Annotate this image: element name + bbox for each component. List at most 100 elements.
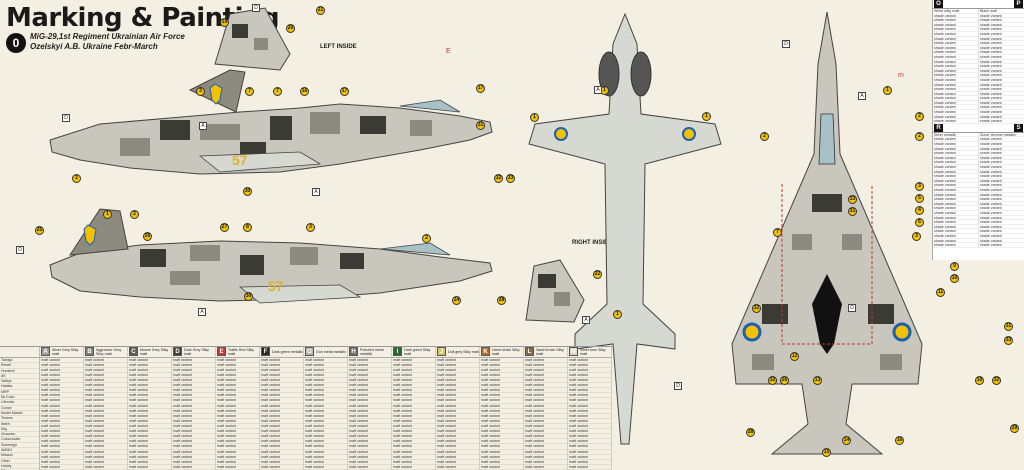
paint-table-cell: matt variant — [40, 398, 83, 404]
paint-table-cell: matt variant — [568, 393, 611, 399]
paint-table-cell: matt variant — [480, 393, 523, 399]
paint-table-cell: matt variant — [480, 373, 523, 378]
paint-table-cell: matt variant — [304, 465, 347, 470]
paint-table-cell: matt variant — [392, 373, 435, 378]
label-a-right: A — [198, 308, 206, 316]
paint-table-cell: matt variant — [436, 439, 479, 445]
label-d-nose: D — [62, 114, 70, 122]
paint-table-row-name: Revell — [0, 363, 39, 369]
paint-table-cell: matt variant — [524, 409, 567, 414]
paint-table-cell: matt variant — [172, 429, 215, 435]
paint-table-cell: matt variant — [172, 455, 215, 460]
paint-table-cell: matt variant — [436, 409, 479, 414]
paint-table-cell: matt variant — [216, 368, 259, 373]
paint-table-cell: matt variant — [392, 383, 435, 389]
paint-swatch: B — [85, 347, 94, 357]
paint-table-cell: matt variant — [260, 383, 303, 389]
paint-table-cell: matt variant — [40, 409, 83, 414]
paint-table-cell: matt variant — [392, 460, 435, 465]
callout-31: 31 — [476, 121, 485, 130]
paint-table-cell: matt variant — [216, 358, 259, 363]
paint-table-cell: matt variant — [84, 424, 127, 430]
paint-table-row-name: MRP — [0, 390, 39, 396]
paint-table-cell: matt variant — [524, 368, 567, 373]
paint-table-cell: matt variant — [480, 465, 523, 470]
paint-table-cell: matt variant — [128, 444, 171, 450]
paint-table-cell: matt variant — [84, 465, 127, 470]
paint-table-cell: matt variant — [348, 388, 391, 394]
paint-table-cell: matt variant — [84, 388, 127, 394]
paint-table-cell: matt variant — [436, 444, 479, 450]
callout-33: 33 — [506, 174, 515, 183]
callout-24: 24 — [452, 296, 461, 305]
paint-table-cell: matt variant — [348, 465, 391, 470]
tail-left-inside-illustration — [214, 7, 291, 71]
paint-table-cell: matt variant — [260, 429, 303, 435]
paint-table-cell: matt variant — [480, 409, 523, 414]
callout-3: 3 — [196, 87, 205, 96]
paint-table-cell: matt variant — [348, 424, 391, 430]
paint-table-cell: matt variant — [128, 368, 171, 373]
legend-code: R — [934, 123, 943, 132]
paint-table-cell: matt variant — [304, 419, 347, 424]
callout-7b: 7 — [273, 87, 282, 96]
paint-table-cell: matt variant — [304, 414, 347, 419]
paint-table-cell: matt variant — [216, 383, 259, 389]
callout-14: 14 — [842, 436, 851, 445]
callout-10b: 10 — [975, 376, 984, 385]
paint-table-cell: matt variant — [216, 419, 259, 424]
paint-table-cell: matt variant — [128, 439, 171, 445]
label-d-under: D — [674, 382, 682, 390]
paint-table-cell: matt variant — [172, 378, 215, 384]
paint-table-cell: matt variant — [436, 404, 479, 409]
paint-table-cell: matt variant — [348, 398, 391, 404]
paint-table-cell: matt variant — [216, 434, 259, 440]
callout-1e: 1 — [613, 310, 622, 319]
paint-table-cell: matt variant — [128, 378, 171, 384]
paint-table-cell: matt variant — [216, 424, 259, 430]
callout-31c: 31 — [1004, 322, 1013, 331]
paint-table-cell: matt variant — [348, 363, 391, 368]
paint-table-cell: matt variant — [436, 424, 479, 430]
paint-table-row-name: Hataka — [0, 384, 39, 390]
paint-table-cell: matt variant — [172, 450, 215, 455]
paint-table-cell: matt variant — [304, 455, 347, 460]
paint-table-cell: matt variant — [480, 388, 523, 394]
paint-table-cell: matt variant — [348, 358, 391, 363]
paint-table-cell: matt variant — [436, 398, 479, 404]
paint-table-cell: matt variant — [128, 434, 171, 440]
paint-table-cell: matt variant — [128, 383, 171, 389]
label-a-top: A — [858, 92, 866, 100]
paint-table-cell: matt variant — [348, 419, 391, 424]
paint-table-cell: matt variant — [260, 398, 303, 404]
paint-table-cell: matt variant — [216, 444, 259, 450]
paint-name: Sand brown Silky matt — [536, 347, 564, 356]
callout-1a: 1 — [103, 210, 112, 219]
paint-name: Harsh khaki Silky matt — [492, 347, 520, 356]
legend-title: Black matt — [980, 9, 997, 13]
subtitle-line-1: MiG-29,1st Regiment Ukrainian Air Force — [30, 32, 185, 41]
paint-table-cell: matt variant — [216, 393, 259, 399]
paint-table-cell: matt variant — [128, 398, 171, 404]
paint-table-cell: matt variant — [260, 439, 303, 445]
subtitle: MiG-29,1st Regiment Ukrainian Air Force … — [30, 32, 185, 52]
callout-10: 10 — [950, 274, 959, 283]
paint-table-cell: matt variant — [480, 414, 523, 419]
